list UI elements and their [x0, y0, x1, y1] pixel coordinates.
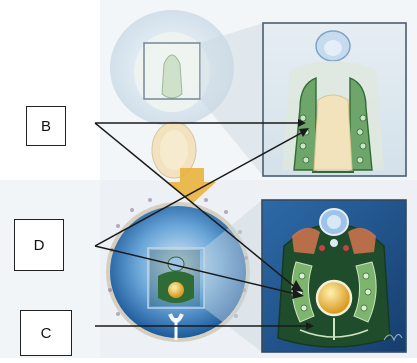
label-b: B: [26, 106, 66, 146]
lower-detail-panel: [262, 200, 406, 352]
upper-detail-panel: [263, 23, 406, 176]
label-d: D: [14, 219, 64, 271]
label-c: C: [20, 310, 72, 356]
